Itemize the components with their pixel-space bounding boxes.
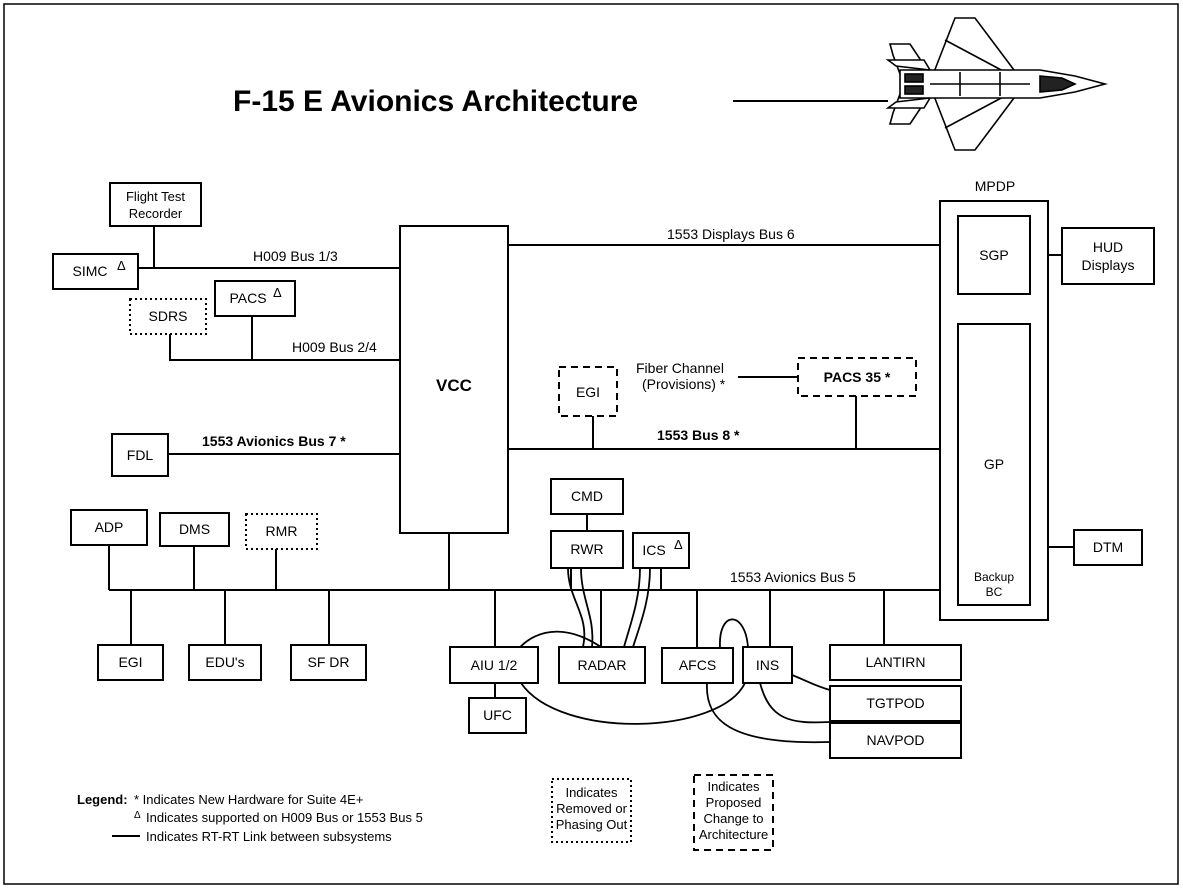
flight-test-recorder-label-2: Recorder [129,206,183,221]
egi-top-label: EGI [576,384,600,400]
legend-removed-line-2: Removed or [556,801,627,816]
legend-delta-icon: Δ [134,810,141,821]
sdrs-box [129,298,207,335]
avionics-bus-7-label: 1553 Avionics Bus 7 * [202,433,346,449]
sfdr-box [290,644,367,681]
ins-box [742,646,793,684]
sfdr-label: SF DR [308,654,350,670]
legend-heading: Legend: [77,792,128,807]
gp-label: GP [984,456,1004,472]
ics-box [632,532,690,569]
diagram-title: F-15 E Avionics Architecture [233,85,638,118]
ins-label: INS [756,657,779,673]
aiu-box [449,646,539,684]
legend-proposed-line-1: Indicates [707,779,760,794]
sdrs-label: SDRS [149,308,188,324]
sgp-box [957,215,1031,295]
fiber-channel-label-1: Fiber Channel [636,360,724,376]
edus-label: EDU's [205,654,244,670]
pacs-label: PACS [229,290,266,306]
rmr-box [245,513,318,550]
cmd-label: CMD [571,488,603,504]
egi-bottom-label: EGI [118,654,142,670]
aiu-label: AIU 1/2 [471,657,518,673]
adp-box [70,509,148,546]
radar-box [558,646,646,684]
vcc-label: VCC [436,376,472,395]
pacs-box [214,280,296,317]
dms-label: DMS [179,521,210,537]
tgtpod-box [829,685,962,722]
ufc-box [468,697,527,734]
edus-box [188,644,262,681]
dms-box [159,512,230,547]
legend-proposed-line-2: Proposed [706,795,762,810]
legend-rtrt: Indicates RT-RT Link between subsystems [146,829,392,844]
ics-label: ICS [642,542,665,558]
backup-bc-label-1: Backup [974,570,1014,584]
fdl-label: FDL [127,447,154,463]
rwr-box [550,530,624,569]
ufc-label: UFC [483,707,512,723]
egi-top-box [558,366,618,417]
vcc-box [399,225,509,534]
fiber-channel-label-2: (Provisions) * [642,376,726,392]
legend-new-hardware: * Indicates New Hardware for Suite 4E+ [134,792,363,807]
legend-removed-box [551,778,632,843]
afcs-label: AFCS [679,657,716,673]
pacs-delta-icon: Δ [273,285,282,300]
avionics-bus-5-label: 1553 Avionics Bus 5 [730,569,856,585]
pacs35-box [797,357,917,397]
f15-aircraft-icon [885,17,1109,151]
page-border [3,3,1179,885]
rwr-label: RWR [570,541,603,557]
adp-label: ADP [95,519,124,535]
legend-removed-line-1: Indicates [565,785,618,800]
navpod-box [829,722,962,759]
simc-box [52,253,139,290]
tgtpod-label: TGTPOD [866,695,924,711]
radar-label: RADAR [577,657,626,673]
lantirn-box [829,644,962,681]
legend-proposed-box [693,774,774,851]
simc-label: SIMC [73,263,108,279]
h009-bus-1-3-label: H009 Bus 1/3 [253,248,338,264]
hud-displays-box [1061,227,1155,285]
afcs-box [661,647,734,684]
h009-bus-2-4-label: H009 Bus 2/4 [292,339,377,355]
displays-bus-6-label: 1553 Displays Bus 6 [667,226,795,242]
lantirn-label: LANTIRN [866,654,926,670]
simc-delta-icon: Δ [117,258,126,273]
backup-bc-label-2: BC [986,585,1003,599]
dtm-label: DTM [1093,539,1123,555]
legend-removed-line-3: Phasing Out [556,817,628,832]
gp-box [957,323,1031,606]
navpod-label: NAVPOD [866,732,924,748]
sgp-label: SGP [979,247,1009,263]
legend-supported: Indicates supported on H009 Bus or 1553 … [146,810,423,825]
hud-displays-label-1: HUD [1093,239,1123,255]
cmd-box [550,478,624,515]
flight-test-recorder-box [109,182,202,227]
dtm-box [1073,529,1143,566]
mpdp-label: MPDP [975,178,1015,194]
bus-8-label: 1553 Bus 8 * [657,427,740,443]
ics-delta-icon: Δ [674,537,683,552]
egi-bottom-box [97,644,164,681]
h009-bus-2-4 [169,334,400,361]
pacs35-label: PACS 35 * [824,369,891,385]
legend-proposed-line-3: Change to [704,811,764,826]
legend-proposed-line-4: Architecture [699,827,768,842]
rmr-label: RMR [266,523,298,539]
flight-test-recorder-label-1: Flight Test [126,189,185,204]
hud-displays-label-2: Displays [1082,257,1135,273]
fdl-box [111,433,169,477]
